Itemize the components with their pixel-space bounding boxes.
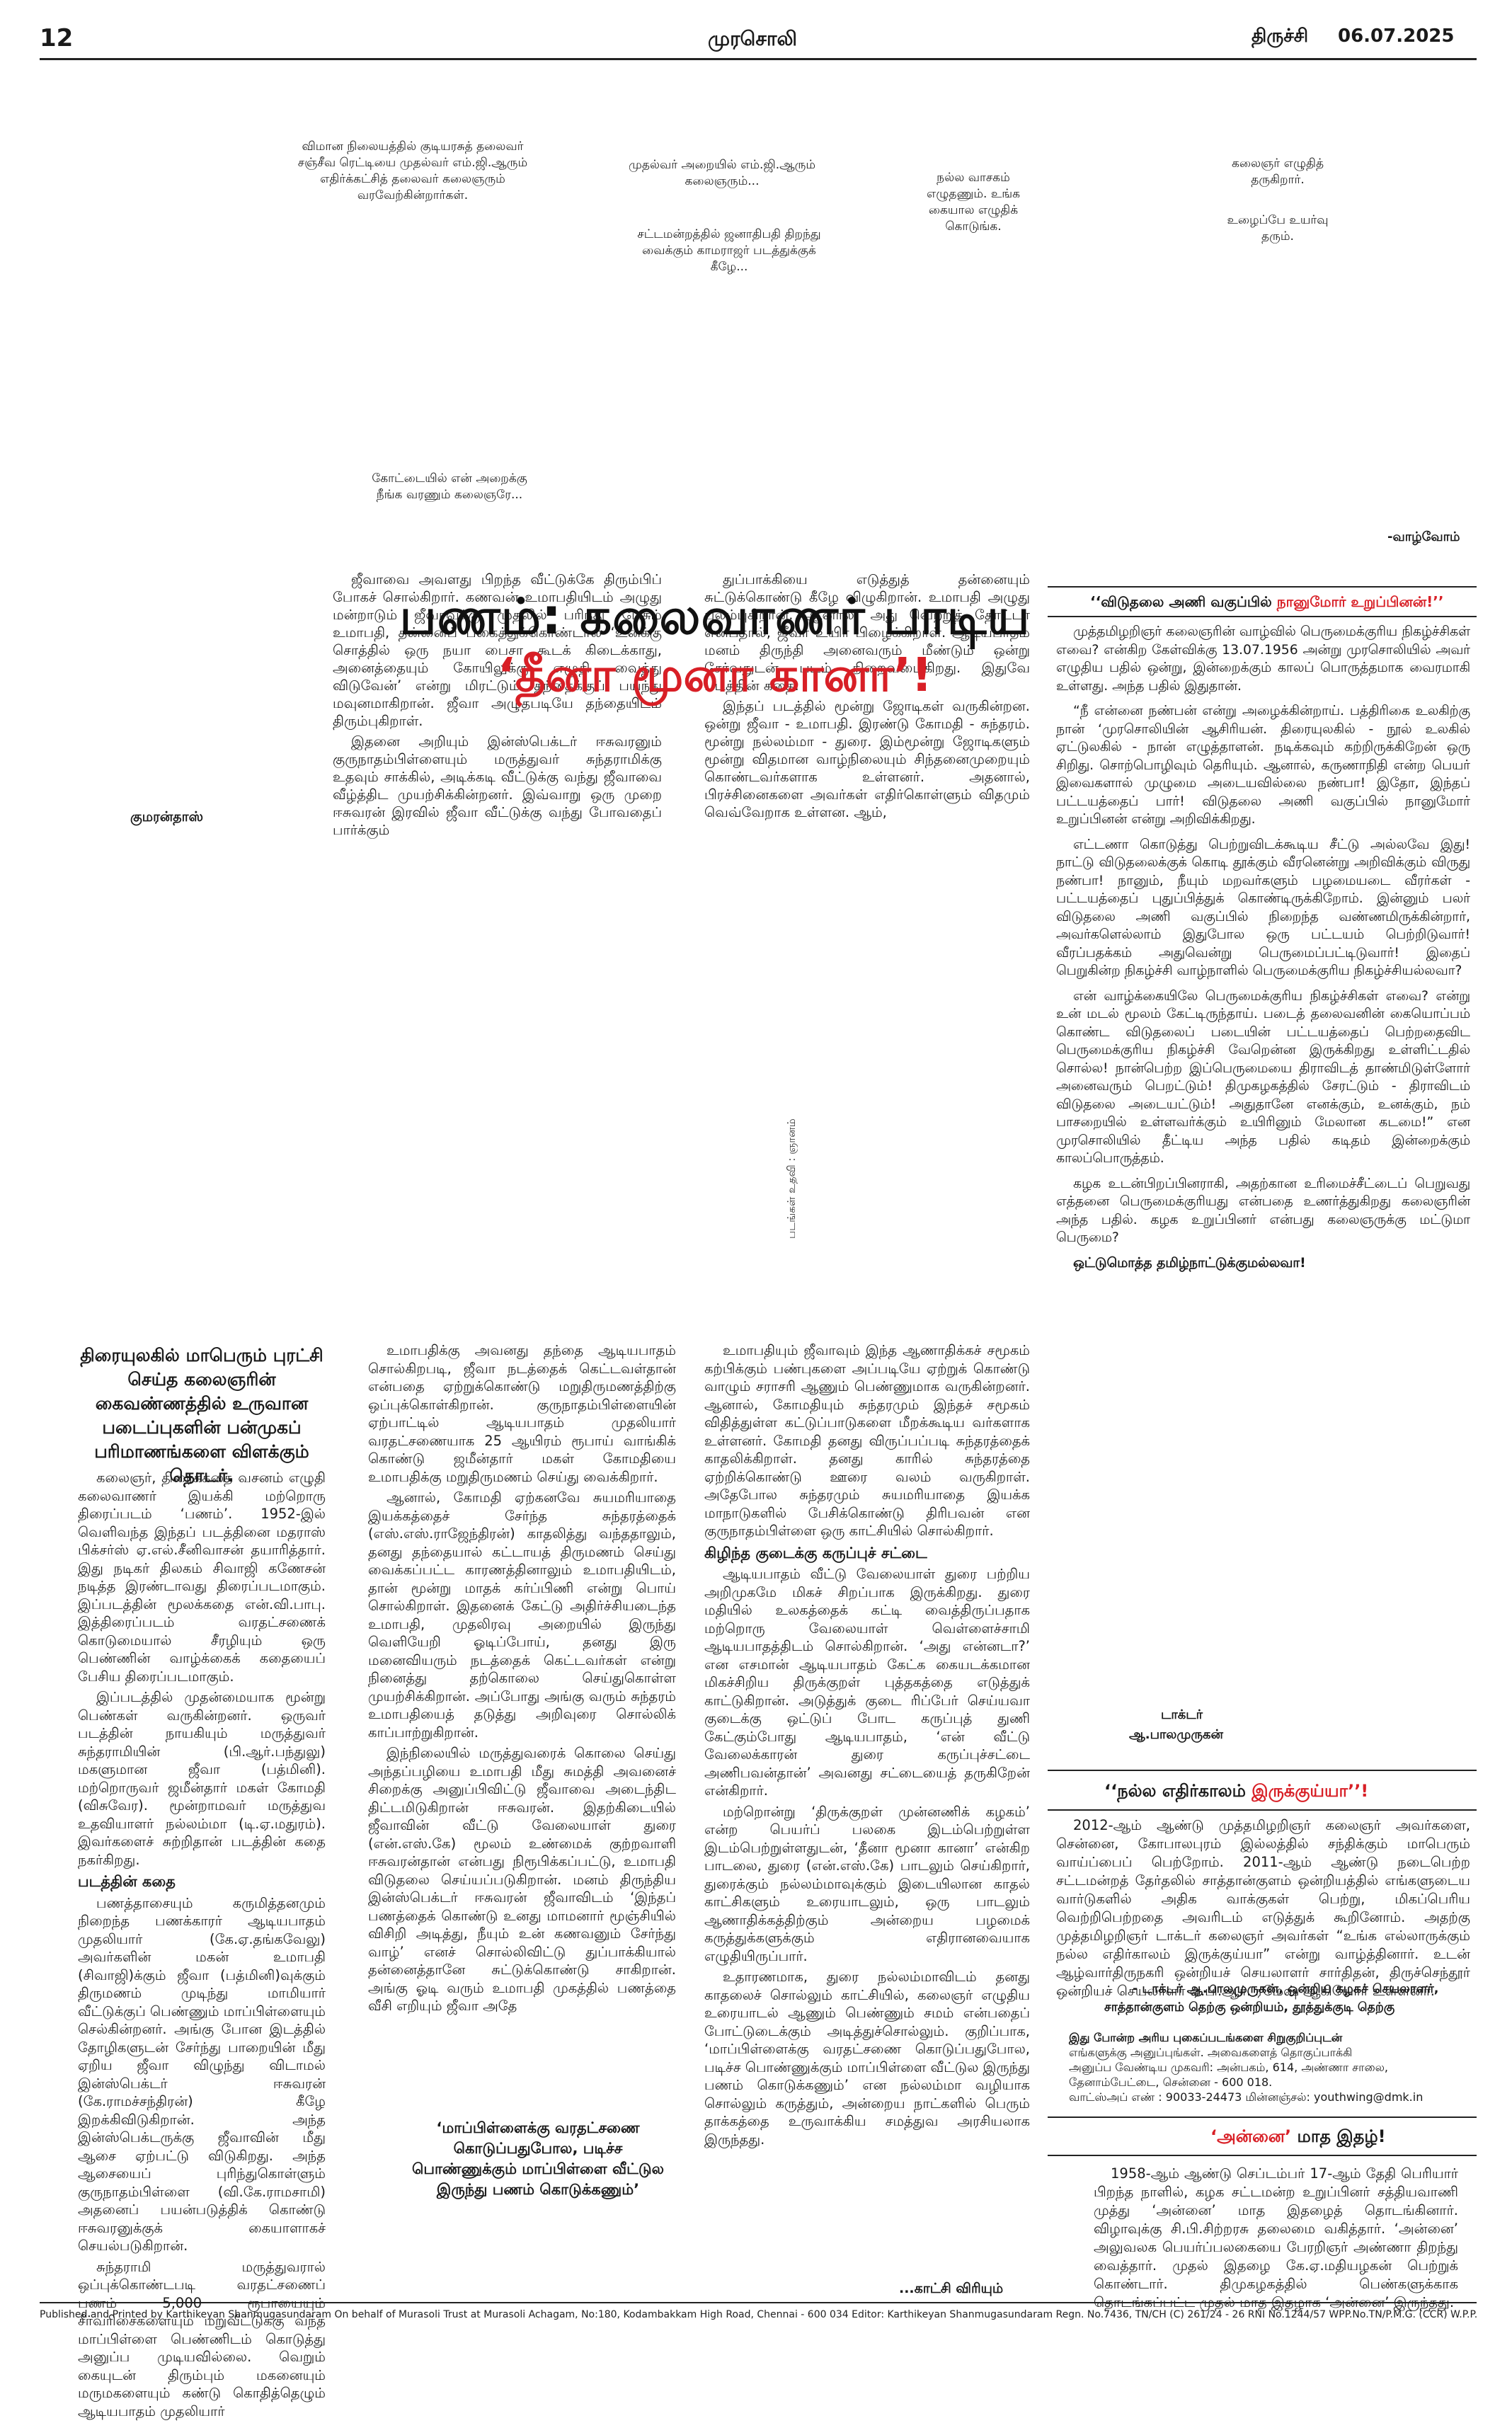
caption-airport: விமான நிலையத்தில் குடியரசுத் தலைவர் சஞ்ச…: [297, 139, 528, 202]
edition-date: 06.07.2025: [1338, 25, 1455, 47]
edition-city: திருச்சி: [1252, 25, 1309, 47]
article-headline-red: ‘தீனா மூனா கானா’!: [497, 648, 933, 702]
paragraph: “நீ என்னை நண்பன் என்று அழைக்கின்றாய். பத…: [1056, 704, 1470, 827]
footer-rule: [40, 2302, 1477, 2303]
caption-uzhaippe: உழைப்பே உயர்வு தரும்.: [1227, 213, 1329, 244]
paragraph: ஆனால், கோமதி ஏற்கனவே சுயமரியாதை இயக்கத்த…: [368, 1489, 676, 1741]
paragraph: இப்படத்தில் முதன்மையாக மூன்று பெண்கள் வர…: [78, 1689, 326, 1868]
caption-cm-room: முதல்வர் அறையில் எம்.ஜி.ஆரும் கலைஞரும்..…: [628, 158, 816, 188]
annai-top-rule: [1048, 2116, 1477, 2118]
paragraph: ஜீவாவை அவளது பிறந்த வீட்டுக்கே திரும்பிப…: [333, 571, 662, 729]
future-top-rule: [1048, 1770, 1477, 1771]
paragraph: கலைஞர், திரைக்கதை வசனம் எழுதி கலைவாணர் இ…: [78, 1470, 326, 1685]
future-title-rule: [1048, 1809, 1477, 1811]
annai-title-main: மாத இதழ்!: [1297, 2126, 1386, 2146]
contact-info: இது போன்ற அரிய புகைப்படங்களை சிறுகுறிப்ப…: [1069, 2030, 1465, 2104]
future-signature-1: - டாக்டர் ஆ.பாலமுருகன், ஒன்றிய கழகச் செய…: [1133, 1982, 1439, 1996]
contact-line: வாட்ஸ்அப் எண் : 90033-24473 மின்னஞ்சல்: …: [1069, 2090, 1424, 2104]
paragraph: பணத்தாசையும் கருமித்தனமும் நிறைந்த பணக்க…: [78, 1894, 326, 2255]
paragraph: உதாரணமாக, துரை நல்லம்மாவிடம் தனது காதலைச…: [704, 1969, 1030, 2148]
article-column-1: கலைஞர், திரைக்கதை வசனம் எழுதி கலைவாணர் இ…: [78, 1469, 326, 2423]
annai-title: ‘அன்னை’ மாத இதழ்!: [1210, 2126, 1386, 2148]
contact-line: எங்களுக்கு அனுப்புங்கள். அவைகளைத் தொகுப்…: [1069, 2046, 1353, 2059]
article-column-3: உமாபதியும் ஜீவாவும் இந்த ஆணாதிக்கச் சமூக…: [704, 1341, 1030, 2151]
letter-title-main: ‘‘விடுதலை அணி வகுப்பில்: [1090, 593, 1277, 610]
letter-title-highlight: நானுமோர் உறுப்பினன்!’’: [1276, 593, 1444, 610]
annai-title-rule: [1048, 2155, 1477, 2156]
illustration-credit: படங்கள் உதவி : ஞானம்: [785, 1118, 798, 1239]
subheading-story: படத்தின் கதை: [78, 1873, 176, 1890]
annai-title-highlight: ‘அன்னை’: [1210, 2126, 1298, 2146]
letter-title: ‘‘விடுதலை அணி வகுப்பில் நானுமோர் உறுப்பி…: [1090, 593, 1443, 612]
caption-nalla-vasagam: நல்ல வாசகம் எழுதணும். உங்க கையால எழுதிக்…: [926, 171, 1021, 234]
caption-kalaignar-writes: கலைஞர் எழுதித் தருகிறார்.: [1231, 156, 1324, 187]
letter-author-name: ஆ.பாலமுருகன்: [1129, 1727, 1223, 1742]
paragraph: உமாபதிக்கு அவனது தந்தை ஆடியபாதம் சொல்கிற…: [368, 1342, 676, 1485]
future-signature-2: சாத்தான்குளம் தெற்கு ஒன்றியம், தூத்துக்க…: [1104, 2000, 1395, 2015]
paragraph: உமாபதியும் ஜீவாவும் இந்த ஆணாதிக்கச் சமூக…: [704, 1342, 1030, 1539]
contact-line: தேனாம்பேட்டை, சென்னை - 600 018.: [1069, 2075, 1273, 2089]
article-column-2: உமாபதிக்கு அவனது தந்தை ஆடியபாதம் சொல்கிற…: [368, 1341, 676, 2018]
paragraph: ஒட்டுமொத்த தமிழ்நாட்டுக்குமல்லவா!: [1073, 1255, 1306, 1271]
article-headline: பணம்: கலைவாணர் பாடிய: [399, 588, 1031, 646]
paragraph: எட்டணா கொடுத்து பெற்றுவிடக்கூடிய சீட்டு …: [1056, 837, 1470, 979]
paragraph: இந்தப் படத்தில் மூன்று ஜோடிகள் வருகின்றன…: [704, 698, 1030, 820]
letter-top-rule: [1048, 586, 1477, 588]
caption-assembly: சட்டமன்றத்தில் ஜனாதிபதி திறந்து வைக்கும்…: [637, 227, 821, 274]
article-intro: திரையுலகில் மாபெரும் புரட்சி செய்த கலைஞர…: [80, 1345, 323, 1486]
letter-title-rule: [1048, 616, 1477, 617]
newspaper-name: முரசொலி: [708, 27, 797, 50]
paragraph: இந்நிலையில் மருத்துவரைக் கொலை செய்து அந்…: [368, 1745, 676, 2014]
paragraph: சுந்தராமி மருத்துவரால் ஒப்புக்கொண்டபடி வ…: [78, 2258, 326, 2419]
contact-line: இது போன்ற அரிய புகைப்படங்களை சிறுகுறிப்ப…: [1069, 2031, 1343, 2044]
paragraph: துப்பாக்கியை எடுத்துத் தன்னையும் சுட்டுக…: [704, 571, 1030, 694]
annai-body: 1958-ஆம் ஆண்டு செப்டம்பர் 17-ஆம் தேதி பெ…: [1094, 2165, 1458, 2310]
subheading-umbrella: கிழிந்த குடைக்கு கருப்புச் சட்டை: [704, 1544, 927, 1562]
future-body: 2012-ஆம் ஆண்டு முத்தமிழறிஞர் கலைஞர் அவர்…: [1056, 1817, 1470, 1999]
contact-line: அனுப்ப வேண்டிய முகவரி: அன்பகம், 614, அண்…: [1069, 2061, 1388, 2074]
header-rule: [40, 58, 1477, 60]
series-sign-off: -வாழ்வோம்: [1387, 529, 1460, 544]
paragraph: மற்றொன்று ‘திருக்குறள் முன்னணிக் கழகம்’ …: [704, 1803, 1030, 1964]
caption-fort: கோட்டையில் என் அறைக்கு நீங்க வரணும் கலைஞ…: [372, 471, 527, 502]
future-title: ‘‘நல்ல எதிர்காலம் இருக்குய்யா’’!: [1104, 1781, 1368, 1803]
article-top-column-1: ஜீவாவை அவளது பிறந்த வீட்டுக்கே திரும்பிப…: [333, 571, 662, 842]
page-number: 12: [40, 24, 74, 52]
future-title-highlight: இருக்குய்யா’’!: [1252, 1781, 1369, 1801]
article-top-column-2: துப்பாக்கியை எடுத்துத் தன்னையும் சுட்டுக…: [704, 571, 1030, 824]
print-line: Published and Printed by Karthikeyan Sha…: [40, 2309, 1477, 2320]
letter-body: முத்தமிழறிஞர் கலைஞரின் வாழ்வில் பெருமைக்…: [1056, 623, 1470, 1279]
pull-quote: ‘மாப்பிள்ளைக்கு வரதட்சணை கொடுப்பதுபோல, ப…: [411, 2119, 665, 2198]
continued-note: ...காட்சி விரியும்: [899, 2281, 1004, 2296]
paragraph: முத்தமிழறிஞர் கலைஞரின் வாழ்வில் பெருமைக்…: [1056, 624, 1470, 694]
paragraph: என் வாழ்க்கையிலே பெருமைக்குரிய நிகழ்ச்சி…: [1056, 988, 1470, 1167]
paragraph: ஆடியபாதம் வீட்டு வேலையாள் துரை பற்றிய அற…: [704, 1566, 1030, 1799]
paragraph: இதனை அறியும் இன்ஸ்பெக்டர் ஈசுவரனும் குரு…: [333, 733, 662, 838]
paragraph: கழக உடன்பிறப்பினராகி, அதற்கான உரிமைச்சீட…: [1056, 1176, 1470, 1246]
future-title-main: ‘‘நல்ல எதிர்காலம்: [1104, 1781, 1252, 1801]
article-byline: குமரன்தாஸ்: [130, 809, 204, 825]
letter-author-title: டாக்டர்: [1161, 1707, 1203, 1722]
